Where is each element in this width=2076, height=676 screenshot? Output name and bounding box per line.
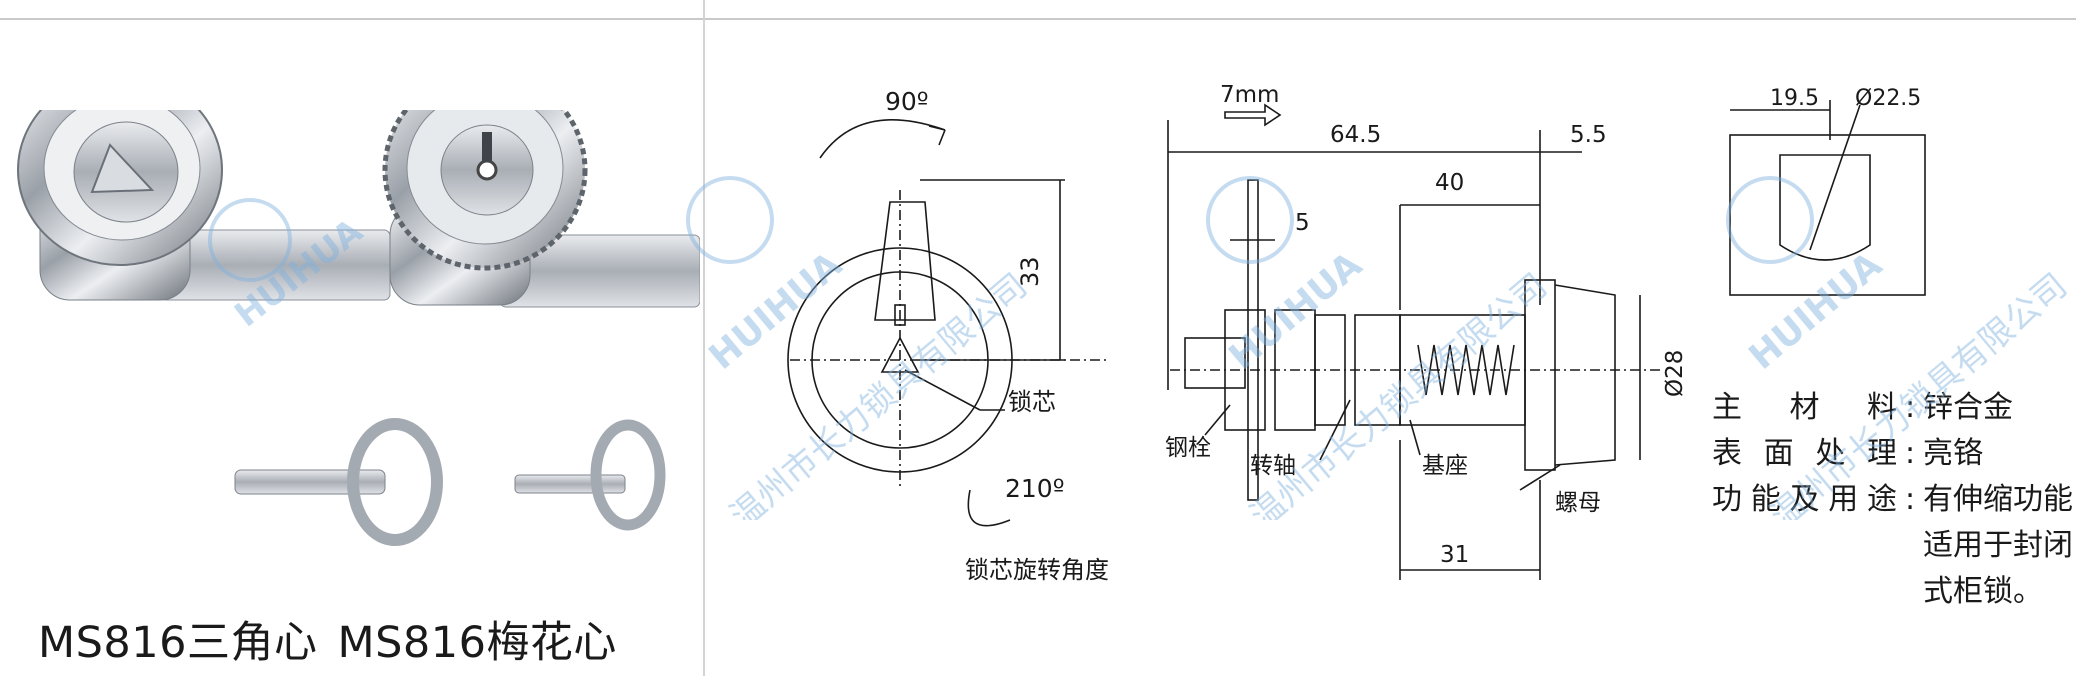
rotate-90-arrow [819,119,946,159]
dim-5-label: 5 [1295,210,1310,236]
triangle-cam-lock [17,110,391,301]
dim-22-5-label: Ø22.5 [1855,86,1921,111]
product-caption: MS816三角心 MS816梅花心 [38,608,637,670]
head-nut [1524,279,1556,471]
dim-28-label: Ø28 [1662,350,1688,397]
panel-plate [1247,179,1259,501]
watermark-brand-2: HUIHUA [702,244,850,378]
nut-label: 螺母 [1555,490,1601,516]
spec-surface-value: 亮铬 [1923,436,1983,471]
bolt-label: 钢栓 [1165,435,1211,461]
dim-64-5-label: 64.5 [1330,122,1381,148]
dim-33-label: 33 [1016,256,1044,287]
triangle-key [234,418,443,546]
spec-function-line-3: 式柜锁。 [1923,574,2043,609]
dim-31-label: 31 [1440,542,1469,568]
watermark-brand-3: HUIHUA [1222,244,1370,378]
watermark-2: HUIHUA 温州市长力锁具有限公司 [686,176,1035,520]
watermark-4: HUIHUA 温州市长力锁具有限公司 [1726,176,2070,520]
rotation-diagram: 90º 33 锁芯 210º 锁芯旋转角度 [787,87,1110,584]
panel-divider [703,0,705,676]
spec-function-line-2: 适用于封闭 [1923,528,2073,563]
cutout-frame [1729,134,1926,296]
base-label: 基座 [1422,453,1468,479]
rotation-title: 锁芯旋转角度 [965,556,1109,584]
plum-key [514,419,666,531]
bolt [1184,337,1246,389]
top-rule [0,18,2076,20]
spec-surface-key: 表面处理 [1712,436,1897,471]
panel-cutout-drawing: 19.5 Ø22.5 [1729,86,1926,296]
rotate-210-arrow [967,489,1011,527]
spec-function-key: 功能及用途 [1712,482,1897,517]
side-view-drawing: 7mm 64.5 5.5 40 5 Ø28 钢栓 转轴 基座 螺母 31 [1165,82,1688,580]
spec-material-key: 主 材 料 [1712,390,1897,425]
spec-function: 功能及用途:有伸缩功能 [1712,474,2073,518]
spec-function-value-1: 有伸缩功能 [1923,482,2073,517]
product-photo [17,110,700,546]
dim-19-5-label: 19.5 [1770,86,1819,111]
caption-triangle-model: MS816三角心 [38,618,318,668]
dim-40-label: 40 [1435,170,1464,196]
watermark-brand-1: HUIHUA [227,211,370,335]
angle-90-label: 90º [885,87,929,116]
cam-top-view [874,201,936,321]
caption-plum-model: MS816梅花心 [337,618,617,668]
cutout-shape [1779,154,1871,261]
watermark-brand-4: HUIHUA [1742,244,1890,378]
dim-7mm-label: 7mm [1220,82,1279,108]
plum-cam-lock [382,110,700,308]
dim-5-5-label: 5.5 [1570,122,1607,148]
shaft-label: 转轴 [1250,453,1296,479]
spec-surface: 表面处理:亮铬 [1712,428,1983,472]
watermark-1: HUIHUA [208,198,370,335]
watermark-3: HUIHUA 温州市长力锁具有限公司 [1206,176,1555,520]
core-label: 锁芯 [1008,388,1056,416]
spec-material-value: 锌合金 [1923,390,2013,425]
angle-210-label: 210º [1005,474,1065,503]
spring [1417,344,1515,396]
spec-material: 主 材 料:锌合金 [1712,382,2013,426]
